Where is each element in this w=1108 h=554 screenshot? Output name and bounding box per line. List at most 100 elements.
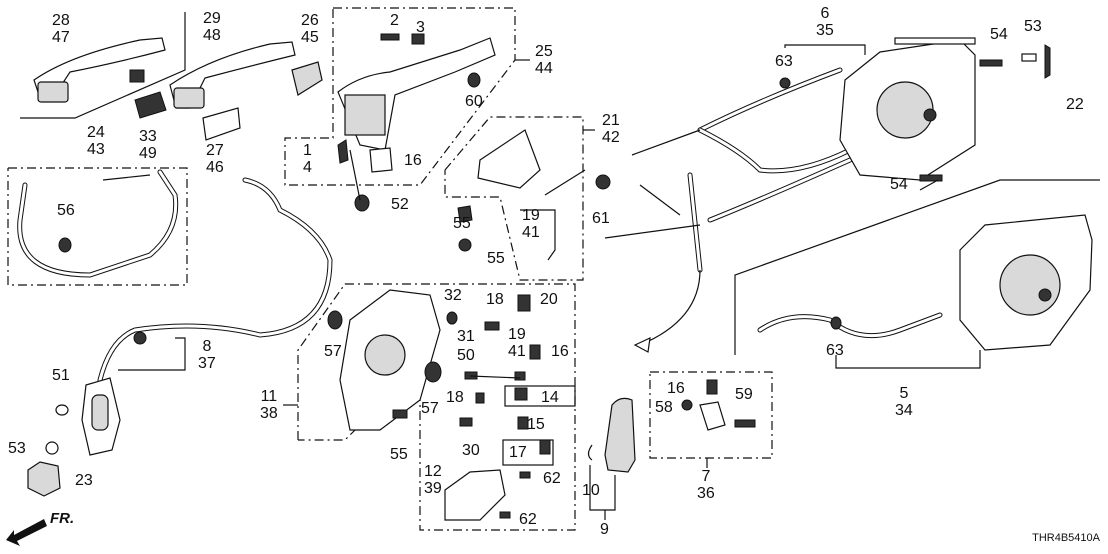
- part-number: 16: [404, 152, 422, 169]
- part-number: 16: [551, 343, 569, 360]
- part-number: 55: [390, 446, 408, 463]
- callout-23[interactable]: 23: [75, 472, 93, 489]
- callout-50[interactable]: 50: [457, 347, 475, 364]
- callout-17[interactable]: 17: [509, 444, 527, 461]
- callout-52[interactable]: 52: [391, 196, 409, 213]
- part-number: 14: [541, 389, 559, 406]
- part-number: 44: [535, 60, 553, 77]
- part-number: 2: [390, 12, 399, 29]
- callout-10[interactable]: 10: [582, 482, 600, 499]
- callout-57-left[interactable]: 57: [324, 343, 342, 360]
- callout-2[interactable]: 2: [390, 12, 399, 29]
- part-number: 60: [465, 93, 483, 110]
- front-direction-label: FR.: [50, 510, 75, 527]
- part-number: 12: [424, 463, 442, 480]
- rear-latch[interactable]: [27, 331, 186, 497]
- callout-31[interactable]: 31: [457, 328, 475, 345]
- callout-20[interactable]: 20: [540, 291, 558, 308]
- callout-55-upper[interactable]: 55: [453, 215, 471, 232]
- callout-9[interactable]: 9: [600, 521, 609, 538]
- part-number: 54: [990, 26, 1008, 43]
- inner-lock-module[interactable]: [283, 283, 576, 531]
- callout-18-upper[interactable]: 18: [486, 291, 504, 308]
- part-number: 53: [8, 440, 26, 457]
- callout-51[interactable]: 51: [52, 367, 70, 384]
- inner-handle-bracket-assembly[interactable]: [444, 116, 611, 281]
- rear-door-lock-actuator[interactable]: [734, 179, 1100, 369]
- handle-base-assembly[interactable]: [284, 7, 530, 212]
- callout-62-lower[interactable]: 62: [519, 511, 537, 528]
- callout-62-upper[interactable]: 62: [543, 470, 561, 487]
- front-door-lock-actuator[interactable]: [779, 37, 1051, 191]
- part-number: 41: [522, 224, 540, 241]
- part-number: 58: [655, 399, 673, 416]
- callout-16-handle[interactable]: 16: [404, 152, 422, 169]
- callout-59[interactable]: 59: [735, 386, 753, 403]
- callout-15[interactable]: 15: [527, 416, 545, 433]
- outer-handle-rear-part[interactable]: [134, 41, 323, 141]
- callout-54-upper[interactable]: 54: [990, 26, 1008, 43]
- callout-63-rear[interactable]: 63: [826, 342, 844, 359]
- part-number: 7: [701, 468, 711, 485]
- callout-53-upper[interactable]: 53: [1024, 18, 1042, 35]
- callout-57-right[interactable]: 57: [421, 400, 439, 417]
- part-number: 59: [735, 386, 753, 403]
- part-number: 33: [139, 128, 157, 145]
- part-number: 18: [446, 389, 464, 406]
- callout-30[interactable]: 30: [462, 442, 480, 459]
- part-number: 24: [87, 124, 105, 141]
- callout-63-front[interactable]: 63: [775, 53, 793, 70]
- part-number: 25: [535, 43, 553, 60]
- callout-56[interactable]: 56: [57, 202, 75, 219]
- callout-16-module[interactable]: 16: [551, 343, 569, 360]
- diagram-code: THR4B5410A: [1032, 532, 1100, 544]
- callout-58[interactable]: 58: [655, 399, 673, 416]
- lock-cylinder-kit[interactable]: [649, 371, 773, 468]
- callout-14[interactable]: 14: [541, 389, 559, 406]
- part-number: 57: [324, 343, 342, 360]
- part-number: 29: [203, 10, 221, 27]
- part-number: 15: [527, 416, 545, 433]
- outside-handle-cable[interactable]: [97, 177, 333, 383]
- inner-handle-cable-kit[interactable]: [7, 167, 188, 286]
- lock-cable-bundle[interactable]: [604, 67, 853, 353]
- callout-61[interactable]: 61: [592, 210, 610, 227]
- callout-18-lower[interactable]: 18: [446, 389, 464, 406]
- part-number: 26: [301, 12, 319, 29]
- callout-16-kit[interactable]: 16: [667, 380, 685, 397]
- callout-32[interactable]: 32: [444, 287, 462, 304]
- part-number: 57: [421, 400, 439, 417]
- callout-54-lower[interactable]: 54: [890, 176, 908, 193]
- callout-55-module[interactable]: 55: [390, 446, 408, 463]
- door-lock-cover[interactable]: [587, 397, 636, 520]
- callout-3[interactable]: 3: [416, 19, 425, 36]
- callout-55-lower[interactable]: 55: [487, 250, 505, 267]
- callout-22[interactable]: 22: [1066, 96, 1084, 113]
- part-number: 32: [444, 287, 462, 304]
- part-number: 22: [1066, 96, 1084, 113]
- part-number: 63: [775, 53, 793, 70]
- part-number: 36: [697, 485, 715, 502]
- callout-53-lower[interactable]: 53: [8, 440, 26, 457]
- callout-60[interactable]: 60: [465, 93, 483, 110]
- part-number: 31: [457, 328, 475, 345]
- outer-handle-front-part[interactable]: [20, 12, 186, 119]
